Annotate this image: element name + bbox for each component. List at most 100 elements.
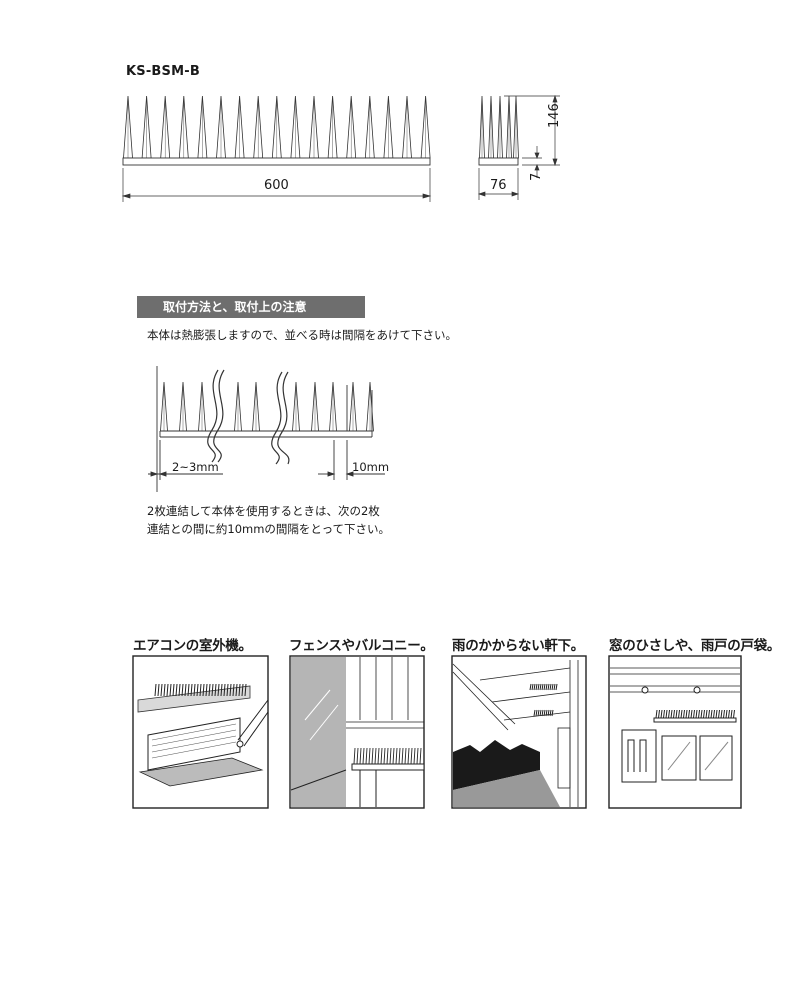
bristle — [670, 709, 673, 719]
connection-note-line2: 連結との間に約10mmの間隔をとって下さい。 — [147, 522, 391, 536]
installation-spikes — [160, 381, 374, 432]
bristle — [202, 683, 205, 697]
bristle — [541, 709, 544, 717]
bristle — [199, 683, 202, 697]
bristle — [658, 709, 660, 719]
bristle — [241, 683, 244, 697]
side-view-base — [478, 157, 519, 166]
bristle — [187, 683, 190, 697]
bristle — [362, 747, 365, 765]
bristle — [190, 683, 193, 697]
bristle — [154, 683, 157, 697]
bristle — [725, 709, 728, 719]
small-gap-label: 2~3mm — [172, 460, 219, 474]
large-gap-label: 10mm — [352, 460, 390, 474]
bristle — [407, 747, 410, 765]
bristle — [211, 683, 214, 697]
bristle — [705, 709, 708, 719]
side-dimensions — [477, 94, 560, 200]
eaves-illustration — [451, 655, 587, 809]
use-caption-air-conditioner: エアコンの室外機。 — [133, 638, 252, 654]
bristle — [541, 683, 544, 691]
bristle — [703, 709, 705, 719]
bristle — [685, 709, 688, 719]
bristle — [172, 683, 175, 697]
bristle — [688, 709, 690, 719]
bristle — [700, 709, 703, 719]
bristle — [655, 709, 658, 719]
length-dimension-label: 600 — [264, 178, 289, 193]
bristle — [353, 747, 356, 765]
bristle — [718, 709, 720, 719]
bristle — [535, 709, 538, 717]
use-caption-window: 窓のひさしや、雨戸の戸袋。 — [609, 638, 781, 654]
bristle — [708, 709, 710, 719]
bristle — [356, 747, 359, 765]
model-number: KS-BSM-B — [126, 64, 200, 79]
bristle — [214, 683, 217, 697]
bristle — [208, 683, 211, 697]
bristle — [549, 709, 552, 717]
bristle — [392, 747, 395, 765]
bristle — [163, 683, 166, 697]
bristle — [235, 683, 238, 697]
fence-balcony-illustration — [289, 655, 425, 809]
bristle — [413, 747, 416, 765]
use-caption-eaves: 雨のかからない軒下。 — [452, 638, 584, 654]
bristle — [404, 747, 407, 765]
front-view-base — [122, 157, 431, 166]
bristle — [678, 709, 680, 719]
bristle — [529, 683, 532, 691]
bristle — [377, 747, 380, 765]
bristle — [668, 709, 670, 719]
bristle — [365, 747, 368, 765]
bristle — [545, 709, 548, 717]
bristle — [223, 683, 226, 697]
bristle — [539, 709, 542, 717]
bristle — [551, 683, 554, 691]
bristle — [728, 709, 730, 719]
bristle — [386, 747, 389, 765]
bristle — [217, 683, 220, 697]
bristle — [533, 683, 536, 691]
bristle — [543, 709, 546, 717]
bristle — [395, 747, 398, 765]
bristle — [398, 747, 401, 765]
bristle — [545, 683, 548, 691]
bristle — [539, 683, 542, 691]
bristle — [537, 709, 540, 717]
bristle — [244, 683, 247, 697]
use-caption-fence: フェンスやバルコニー。 — [289, 638, 434, 654]
bristle — [693, 709, 695, 719]
bristle — [229, 683, 232, 697]
bristle — [419, 747, 422, 765]
bristle — [715, 709, 718, 719]
bristle — [383, 747, 386, 765]
bristle — [389, 747, 392, 765]
bristle — [553, 683, 556, 691]
side-view-spikes — [479, 95, 519, 159]
bristle — [547, 683, 550, 691]
bristle — [380, 747, 383, 765]
connection-note-line1: 2枚連結して本体を使用するときは、次の2枚 — [147, 504, 380, 518]
expansion-note: 本体は熱膨張しますので、並べる時は間隔をあけて下さい。 — [147, 328, 458, 342]
bristle — [680, 709, 683, 719]
bristle — [543, 683, 546, 691]
bristle — [169, 683, 172, 697]
bristle — [205, 683, 208, 697]
bristle — [531, 683, 534, 691]
air-conditioner-illustration — [132, 655, 269, 809]
bristle — [535, 683, 538, 691]
bristle — [683, 709, 685, 719]
section-title: 取付方法と、取付上の注意 — [137, 296, 365, 318]
bristle — [416, 747, 419, 765]
bristle — [401, 747, 404, 765]
length-dimension — [121, 168, 432, 202]
bristle — [555, 683, 558, 691]
bristle — [690, 709, 693, 719]
bristle — [660, 709, 663, 719]
bristle — [166, 683, 169, 697]
